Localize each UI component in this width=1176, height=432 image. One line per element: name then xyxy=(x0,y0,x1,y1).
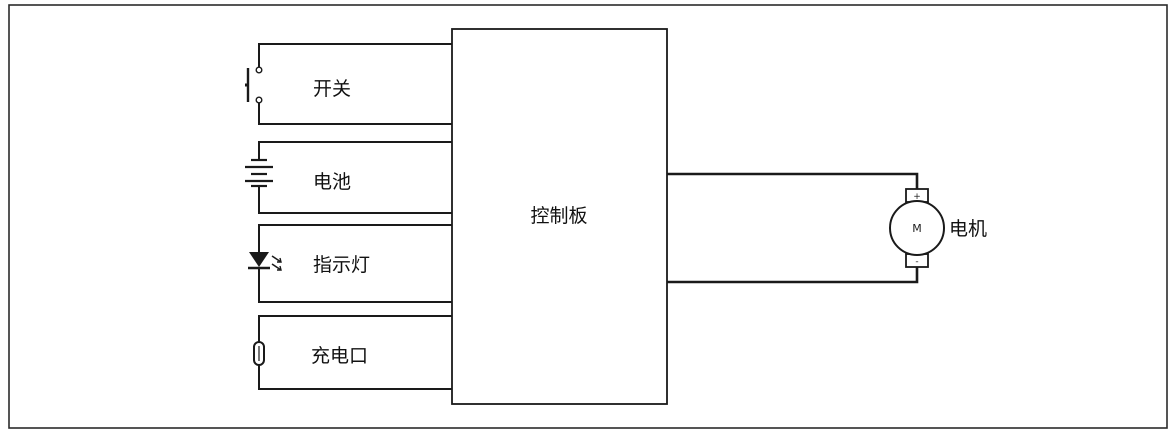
indicator-branch: 指示灯 xyxy=(248,224,452,303)
motor-label: 电机 xyxy=(949,218,987,240)
control-board-box xyxy=(451,28,668,405)
control-board-label: 控制板 xyxy=(530,205,587,227)
motor-branch: M + - 电机 xyxy=(667,172,987,284)
motor-symbol: M xyxy=(912,222,922,235)
switch-wire-bottom xyxy=(258,103,452,125)
charge-port-branch: 充电口 xyxy=(253,315,452,390)
led-icon xyxy=(248,252,282,271)
battery-label: 电池 xyxy=(313,171,351,193)
indicator-wire-bottom xyxy=(258,268,452,303)
motor-negative-mark: - xyxy=(915,257,918,267)
motor-wire-negative xyxy=(667,266,919,284)
charge-port-label: 充电口 xyxy=(311,345,368,367)
push-switch-icon xyxy=(245,66,263,104)
battery-wire-bottom xyxy=(258,186,452,214)
indicator-wire-top xyxy=(258,224,452,252)
switch-branch: 开关 xyxy=(245,43,452,125)
motor-wire-positive xyxy=(667,172,919,190)
switch-label: 开关 xyxy=(313,78,351,100)
indicator-label: 指示灯 xyxy=(313,254,370,276)
control-board: 控制板 xyxy=(451,28,668,405)
battery-icon xyxy=(245,158,273,188)
motor-positive-mark: + xyxy=(913,192,921,202)
switch-wire-top xyxy=(258,43,452,67)
battery-wire-top xyxy=(258,141,452,160)
charge-port-wire-bottom xyxy=(258,365,452,390)
charge-port-wire-top xyxy=(258,315,452,342)
motor-icon: M + - xyxy=(889,188,945,268)
charge-port-icon xyxy=(253,341,265,366)
battery-branch: 电池 xyxy=(245,141,452,214)
